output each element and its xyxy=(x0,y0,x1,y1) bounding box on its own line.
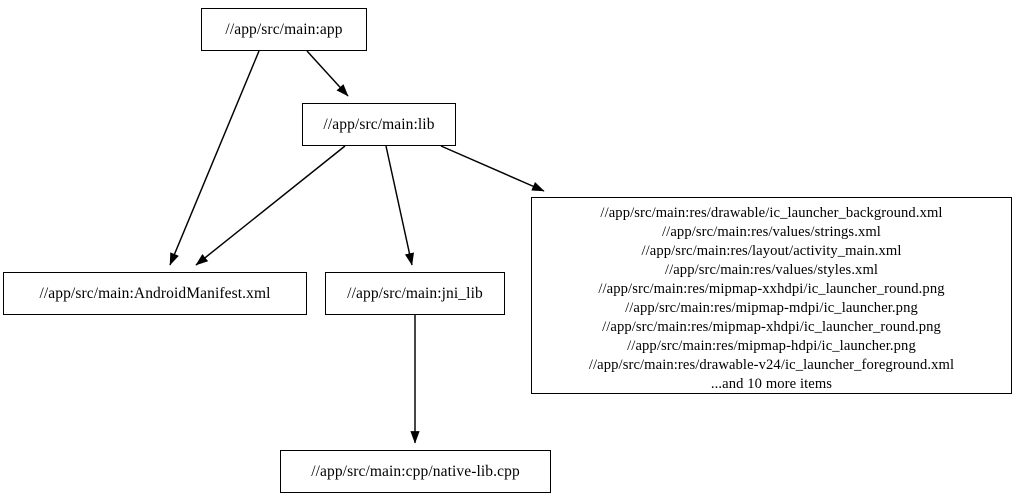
graph-node-resources-line-8: //app/src/main:res/drawable-v24/ic_launc… xyxy=(588,357,955,374)
graph-node-resources-line-6: //app/src/main:res/mipmap-xhdpi/ic_launc… xyxy=(602,319,941,336)
edge-app-to-lib xyxy=(306,50,349,97)
graph-node-resources-line-3: //app/src/main:res/values/styles.xml xyxy=(664,262,879,279)
graph-node-resources-line-7: //app/src/main:res/mipmap-hdpi/ic_launch… xyxy=(627,338,916,355)
edge-app-to-manifest xyxy=(169,50,260,266)
graph-node-native-lib-cpp[interactable]: //app/src/main:cpp/native-lib.cpp xyxy=(280,450,551,493)
graph-node-lib-label: //app/src/main:lib xyxy=(323,115,435,133)
graph-node-app-label: //app/src/main:app xyxy=(225,20,343,38)
graph-node-resources[interactable]: //app/src/main:res/drawable/ic_launcher_… xyxy=(531,197,1012,394)
graph-node-android-manifest[interactable]: //app/src/main:AndroidManifest.xml xyxy=(3,272,307,315)
graph-node-resources-label: //app/src/main:res/drawable/ic_launcher_… xyxy=(589,204,954,394)
graph-node-app[interactable]: //app/src/main:app xyxy=(201,8,367,51)
graph-node-lib[interactable]: //app/src/main:lib xyxy=(302,103,456,146)
graph-node-jni-lib-label: //app/src/main:jni_lib xyxy=(347,284,483,302)
graph-node-resources-line-1: //app/src/main:res/values/strings.xml xyxy=(662,224,881,241)
graph-node-resources-line-0: //app/src/main:res/drawable/ic_launcher_… xyxy=(600,205,943,221)
graph-node-resources-line-9: ...and 10 more items xyxy=(710,376,833,393)
graph-node-android-manifest-label: //app/src/main:AndroidManifest.xml xyxy=(39,284,271,302)
edge-lib-to-resources xyxy=(440,145,545,192)
graph-node-resources-line-2: //app/src/main:res/layout/activity_main.… xyxy=(641,243,902,260)
edge-lib-to-jni_lib xyxy=(385,145,414,266)
graph-node-resources-line-4: //app/src/main:res/mipmap-xxhdpi/ic_laun… xyxy=(598,281,945,298)
graph-node-jni-lib[interactable]: //app/src/main:jni_lib xyxy=(325,272,505,315)
graph-node-resources-line-5: //app/src/main:res/mipmap-mdpi/ic_launch… xyxy=(625,300,918,317)
edge-lib-to-manifest xyxy=(195,145,346,266)
graph-node-native-lib-cpp-label: //app/src/main:cpp/native-lib.cpp xyxy=(311,462,520,480)
